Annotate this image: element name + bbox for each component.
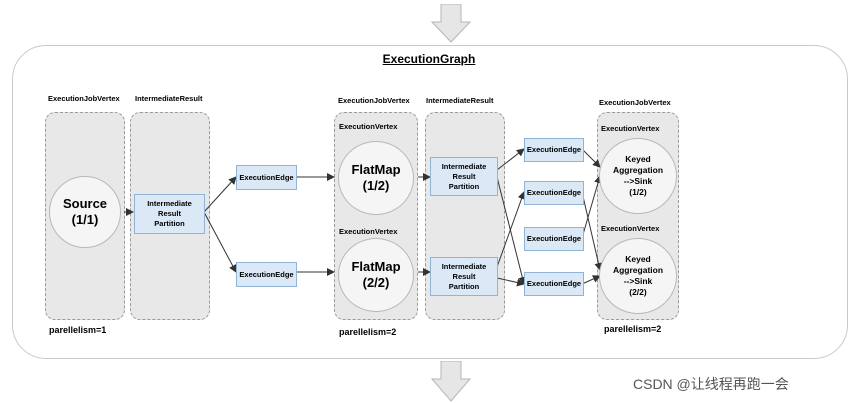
flatmap-vertex-1: FlatMap (1/2) [338, 141, 414, 215]
execution-vertex-label-sink2: ExecutionVertex [601, 224, 660, 233]
flatmap-vertex-2: FlatMap (2/2) [338, 238, 414, 312]
execution-edge-6: ExecutionEdge [524, 272, 584, 296]
execution-vertex-label-flatmap1: ExecutionVertex [339, 122, 398, 131]
sink-parallelism: parellelism=2 [604, 324, 662, 334]
sink-vertex-1: Keyed Aggregation -->Sink (1/2) [599, 138, 677, 214]
result2-column-header: IntermediateResult [426, 96, 494, 105]
result-partition-3: Intermediate Result Partition [430, 257, 498, 296]
execution-vertex-label-sink1: ExecutionVertex [601, 124, 660, 133]
sink-column-header: ExecutionJobVertex [599, 98, 671, 107]
execution-edge-2: ExecutionEdge [236, 262, 297, 287]
execution-vertex-label-flatmap2: ExecutionVertex [339, 227, 398, 236]
result-partition-1: Intermediate Result Partition [134, 194, 205, 234]
flatmap-column-header: ExecutionJobVertex [338, 96, 410, 105]
result-partition-2: Intermediate Result Partition [430, 157, 498, 196]
source-column-header: ExecutionJobVertex [48, 94, 120, 103]
sink-vertex-2: Keyed Aggregation -->Sink (2/2) [599, 238, 677, 314]
bottom-down-arrow [430, 361, 472, 402]
execution-edge-5: ExecutionEdge [524, 227, 584, 251]
result1-column-header: IntermediateResult [135, 94, 203, 103]
watermark: CSDN @让线程再跑一会 [633, 376, 789, 392]
execution-edge-1: ExecutionEdge [236, 165, 297, 190]
execution-edge-3: ExecutionEdge [524, 138, 584, 162]
diagram-title: ExecutionGraph [382, 52, 476, 66]
source-vertex: Source (1/1) [49, 176, 121, 248]
execution-edge-4: ExecutionEdge [524, 181, 584, 205]
top-down-arrow [430, 4, 472, 43]
flatmap-parallelism: parellelism=2 [339, 327, 397, 337]
source-parallelism: parellelism=1 [49, 325, 107, 335]
